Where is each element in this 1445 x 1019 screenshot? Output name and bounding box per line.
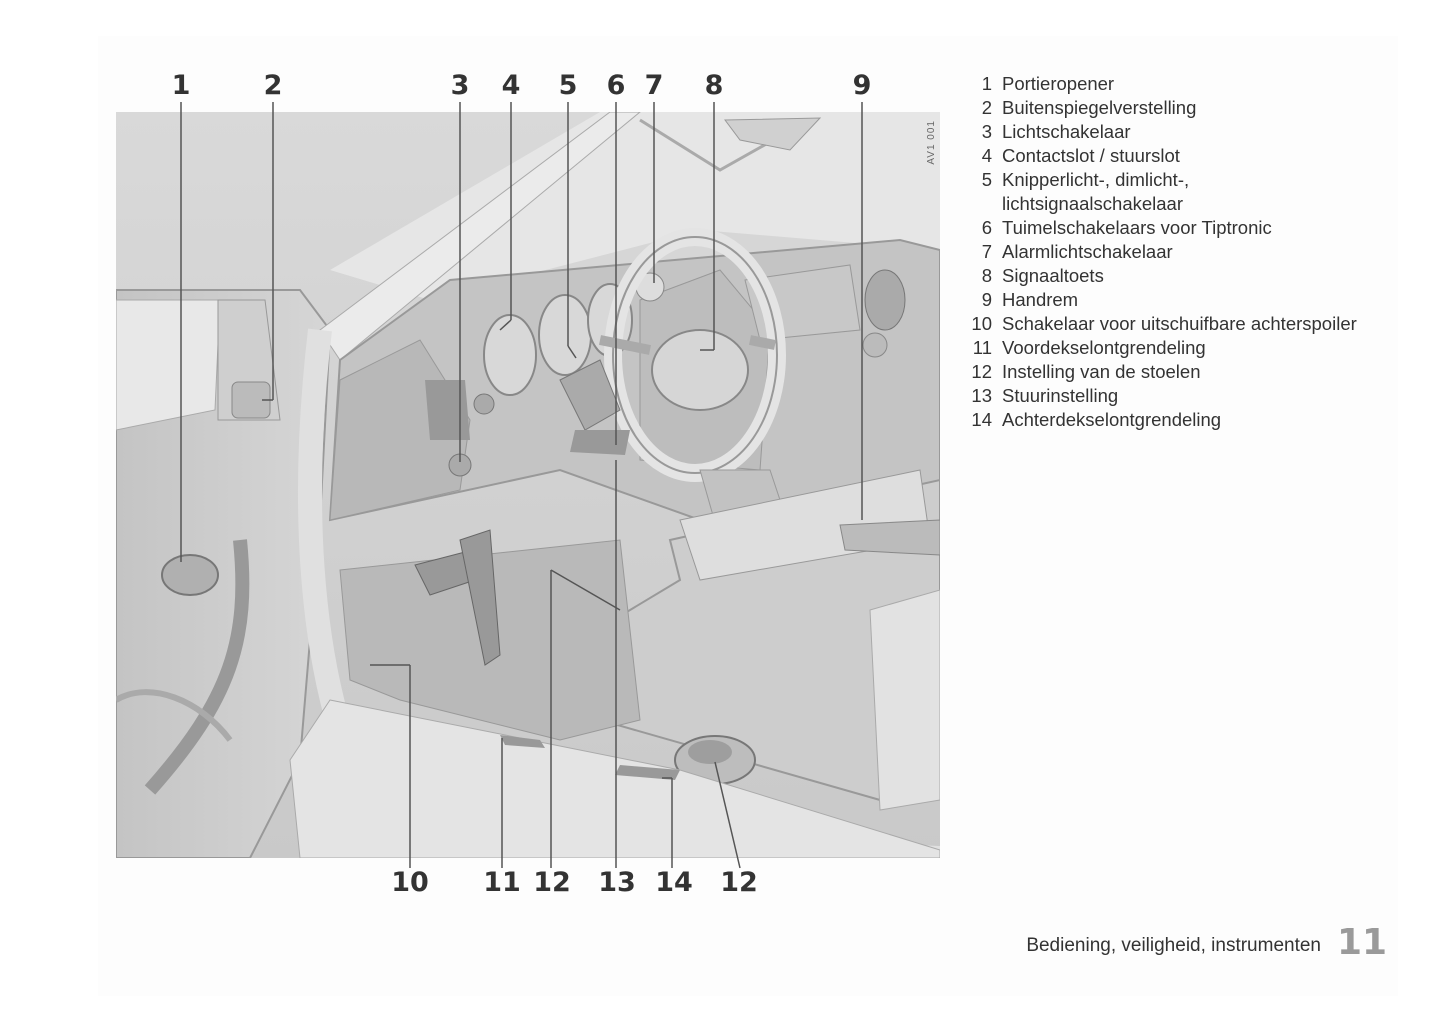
legend-text: Schakelaar voor uitschuifbare achterspoi… bbox=[1002, 313, 1357, 334]
legend-item: 1 Portieropener bbox=[968, 72, 1388, 96]
callout-number-3: 3 bbox=[450, 70, 470, 101]
legend-item-continued: lichtsignaalschakelaar bbox=[968, 192, 1388, 216]
legend-item: 14 Achterdekselontgrendeling bbox=[968, 408, 1388, 432]
callout-number-2: 2 bbox=[263, 70, 283, 101]
legend-text: Buitenspiegelverstelling bbox=[1002, 97, 1197, 118]
callout-number-10: 10 bbox=[391, 867, 429, 898]
callout-number-12: 12 bbox=[533, 867, 571, 898]
callout-number-9: 9 bbox=[852, 70, 872, 101]
legend-item: 4 Contactslot / stuurslot bbox=[968, 144, 1388, 168]
legend-number: 13 bbox=[971, 385, 992, 406]
legend-text: lichtsignaalschakelaar bbox=[1002, 193, 1183, 214]
legend-text: Knipperlicht-, dimlicht-, bbox=[1002, 169, 1190, 190]
callout-number-11: 11 bbox=[483, 867, 521, 898]
legend-text: Stuurinstelling bbox=[1002, 385, 1119, 406]
legend-item: 9 Handrem bbox=[968, 288, 1388, 312]
legend-text: Lichtschakelaar bbox=[1002, 121, 1131, 142]
legend-number: 2 bbox=[981, 97, 992, 118]
legend-text: Alarmlichtschakelaar bbox=[1002, 241, 1173, 262]
callout-number-1: 1 bbox=[171, 70, 191, 101]
legend-number: 10 bbox=[971, 313, 992, 334]
legend-number: 12 bbox=[971, 361, 992, 382]
legend-item: 3 Lichtschakelaar bbox=[968, 120, 1388, 144]
legend-item: 12 Instelling van de stoelen bbox=[968, 360, 1388, 384]
legend-number: 4 bbox=[981, 145, 992, 166]
legend-item: 5 Knipperlicht-, dimlicht-, bbox=[968, 168, 1388, 192]
legend-text: Instelling van de stoelen bbox=[1002, 361, 1201, 382]
legend-text: Contactslot / stuurslot bbox=[1002, 145, 1180, 166]
legend-number: 7 bbox=[981, 241, 992, 262]
legend-text: Tuimelschakelaars voor Tiptronic bbox=[1002, 217, 1272, 238]
callout-number-12-seat: 12 bbox=[720, 867, 758, 898]
legend-number: 5 bbox=[981, 169, 992, 190]
callout-number-13: 13 bbox=[598, 867, 636, 898]
legend-number: 6 bbox=[981, 217, 992, 238]
callout-number-14: 14 bbox=[655, 867, 693, 898]
section-title: Bediening, veiligheid, instrumenten bbox=[1026, 935, 1321, 956]
callout-number-7: 7 bbox=[644, 70, 664, 101]
legend-text: Handrem bbox=[1002, 289, 1079, 310]
figure-code: AV1 001 bbox=[926, 120, 937, 165]
legend-item: 13 Stuurinstelling bbox=[968, 384, 1388, 408]
legend-item: 11 Voordekselontgrendeling bbox=[968, 336, 1388, 360]
legend-item: 10 Schakelaar voor uitschuifbare achtersp… bbox=[968, 312, 1388, 336]
legend-number: 8 bbox=[981, 265, 992, 286]
callout-number-6: 6 bbox=[606, 70, 626, 101]
callout-number-5: 5 bbox=[558, 70, 578, 101]
legend-text: Achterdekselontgrendeling bbox=[1002, 409, 1222, 430]
legend-item: 8 Signaaltoets bbox=[968, 264, 1388, 288]
legend-number: 11 bbox=[972, 337, 992, 358]
legend-list: 1 Portieropener 2 Buitenspiegelverstelling… bbox=[968, 72, 1388, 432]
legend-text: Voordekselontgrendeling bbox=[1002, 337, 1206, 358]
legend-text: Portieropener bbox=[1002, 73, 1115, 94]
legend-item: 7 Alarmlichtschakelaar bbox=[968, 240, 1388, 264]
legend-number: 1 bbox=[981, 73, 992, 94]
callout-number-4: 4 bbox=[501, 70, 521, 101]
legend-text: Signaaltoets bbox=[1002, 265, 1104, 286]
legend-number: 3 bbox=[981, 121, 992, 142]
legend-item: 2 Buitenspiegelverstelling bbox=[968, 96, 1388, 120]
legend-number: 9 bbox=[981, 289, 992, 310]
legend-number: 14 bbox=[971, 409, 992, 430]
page-number: 11 bbox=[1337, 922, 1388, 963]
callout-number-8: 8 bbox=[704, 70, 724, 101]
legend-item: 6 Tuimelschakelaars voor Tiptronic bbox=[968, 216, 1388, 240]
